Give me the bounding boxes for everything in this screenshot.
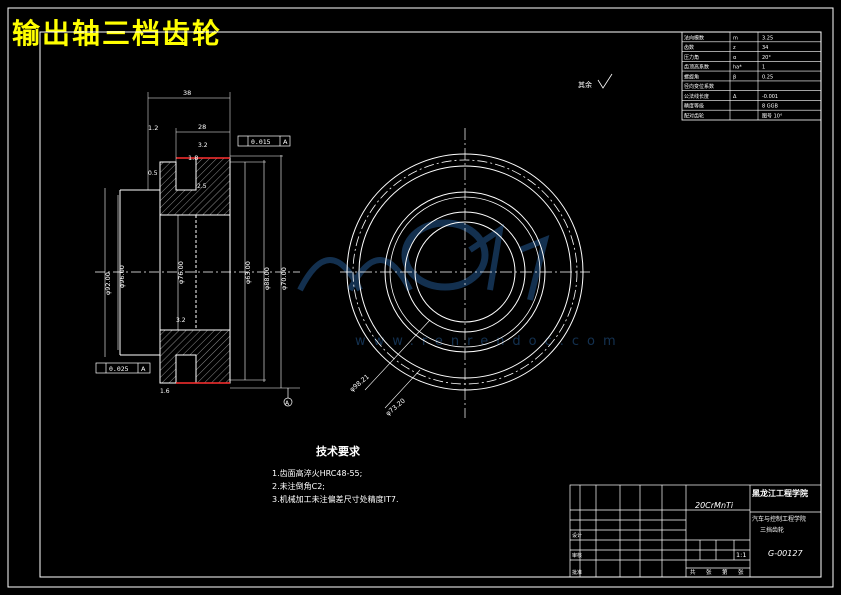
param-name: 径向变位系数	[684, 83, 714, 90]
subject-name: 汽车与控制工程学院	[752, 515, 806, 523]
page-title: 输出轴三档齿轮	[12, 17, 223, 50]
dim-d6: φ70.00	[280, 267, 288, 290]
param-symbol: m	[733, 35, 738, 41]
dim-chamfer-right: 1.8	[188, 154, 198, 162]
roughness-mid: 3.2	[176, 317, 186, 324]
outer-frame	[7, 7, 834, 588]
tolerance-bottom-value: 0.025	[109, 365, 129, 373]
scale-value: 1:1	[736, 551, 746, 559]
tolerance-bottom-datum: A	[141, 365, 146, 373]
dim-step: 0.5	[148, 170, 158, 177]
label-design: 设计	[572, 532, 582, 539]
dim-d3: φ76.00	[177, 261, 185, 284]
param-value: 8 GGB	[762, 104, 779, 110]
footer-sheets-1: 张	[706, 568, 712, 576]
param-name: 法向模数	[684, 34, 704, 41]
circle-dim-2: φ73.20	[384, 397, 407, 418]
tech-heading: 技术要求	[316, 444, 361, 458]
gear-parameter-table: 法向模数 m 3.25 齿数 z 34 压力角 α 20° 齿顶高系数 ha* 1 螺旋角 β 0.25 径向…	[681, 31, 822, 121]
param-name: 齿数	[684, 44, 694, 51]
footer-total: 共	[690, 568, 696, 576]
watermark-url: www.renrendoc.com	[355, 334, 624, 349]
circle-dim-1: φ98.21	[348, 373, 371, 394]
tech-item-1: 1.齿面高淬火HRC48-55;	[272, 468, 362, 478]
param-name: 齿顶高系数	[684, 64, 709, 71]
param-name: 公法线长度	[684, 93, 709, 100]
roughness-note: 其余	[578, 73, 613, 89]
technical-requirements: 技术要求 1.齿面高淬火HRC48-55; 2.未注倒角C2; 3.机械加工未注…	[272, 444, 399, 504]
param-value: 1	[762, 65, 765, 71]
param-value: 0.25	[762, 74, 773, 80]
dim-d4: φ63.00	[244, 261, 252, 284]
param-value: 3.25	[762, 35, 773, 41]
param-value: 图号 10°	[762, 114, 783, 120]
param-name: 配对齿轮	[684, 113, 704, 120]
param-symbol: z	[733, 45, 736, 51]
dim-d2: φ96.00	[118, 265, 126, 288]
roughness-note-label: 其余	[578, 80, 592, 89]
dim-d5: φ88.00	[263, 267, 271, 290]
param-name: 压力角	[684, 54, 699, 61]
param-value: -0.001	[762, 94, 778, 100]
tolerance-top-datum: A	[283, 138, 288, 146]
hatch-bottom	[159, 329, 231, 384]
label-review: 审核	[572, 552, 582, 559]
dim-hub-width: 28	[198, 123, 206, 131]
tech-item-2: 2.未注倒角C2;	[272, 481, 325, 491]
footer-sheets-2: 张	[738, 568, 744, 576]
param-name: 螺旋角	[684, 73, 699, 80]
param-symbol: Δ	[733, 94, 737, 100]
drawing-number: G-00127	[768, 549, 803, 558]
param-symbol: ha*	[733, 65, 742, 71]
dim-chamfer-left: 1.2	[148, 124, 158, 132]
param-symbol: α	[733, 55, 737, 61]
section-view	[95, 92, 300, 407]
tolerance-top-value: 0.015	[251, 138, 271, 146]
dim-small: 2.5	[197, 183, 207, 190]
front-view	[340, 128, 590, 418]
school-name: 黑龙江工程学院	[752, 488, 808, 498]
material: 20CrMnTi	[695, 501, 734, 510]
footer-no: 第	[722, 568, 728, 576]
front-view-labels: φ98.21 φ73.20	[348, 373, 407, 418]
param-value: 20°	[762, 55, 771, 61]
roughness-top: 3.2	[198, 142, 208, 149]
param-name: 精度等级	[684, 103, 704, 110]
inner-frame	[39, 31, 822, 578]
tech-item-3: 3.机械加工未注偏差尺寸处精度IT7.	[272, 494, 399, 504]
part-name: 三挡齿轮	[760, 526, 784, 534]
roughness-bottom: 1.6	[160, 388, 170, 395]
title-block-text: 20CrMnTi 黑龙江工程学院 汽车与控制工程学院 三挡齿轮 1:1 G-00…	[572, 488, 808, 576]
title-block	[569, 484, 822, 578]
label-approve: 批准	[572, 569, 582, 576]
section-dimension-labels: 38 28 1.2 1.8 0.015 A 0.025 A 3.2 3.2 1.…	[104, 89, 290, 407]
watermark-logo: www.renrendoc.com	[297, 219, 624, 349]
hatch-top	[159, 157, 231, 216]
dim-d1: φ92.00	[104, 272, 112, 295]
dim-width-top: 38	[183, 89, 191, 97]
param-value: 34	[762, 45, 768, 51]
param-symbol: β	[733, 74, 736, 80]
datum-label: A	[285, 400, 290, 407]
